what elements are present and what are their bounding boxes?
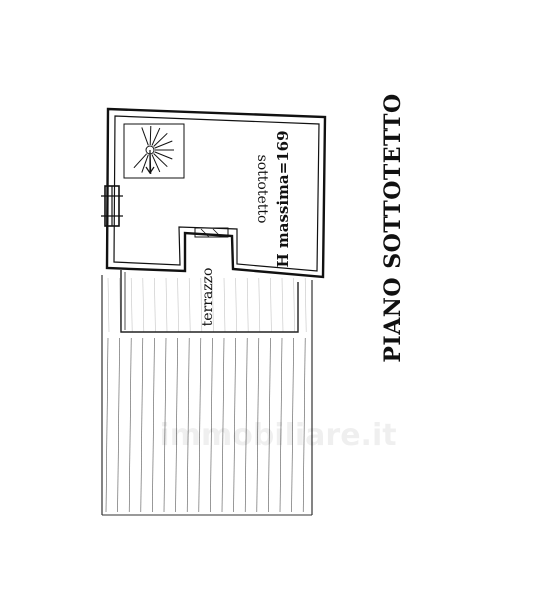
roof-tile-line (302, 337, 306, 513)
roof-tile-line (175, 337, 178, 513)
roof-tile-line (198, 337, 202, 513)
roof-tile-line (279, 337, 283, 513)
roof-tile-line (165, 277, 168, 333)
room-label-height: H massima=169 (274, 130, 292, 267)
chimney-block (194, 227, 229, 238)
roof-tile-line (268, 337, 271, 513)
room-label-terrazzo: terrazzo (200, 268, 216, 327)
roof-tile-line (188, 277, 191, 333)
roof-tile-line (212, 277, 214, 333)
roof-tile-line (293, 277, 295, 333)
roof-tile-line (246, 277, 249, 333)
stair-tread (141, 127, 149, 146)
terrace (120, 270, 299, 333)
roof-tile-line (304, 277, 307, 333)
chimney-hatch-2 (212, 228, 222, 238)
stair-tread (154, 140, 173, 149)
chimney-hatch (200, 228, 210, 238)
stair-tread (153, 153, 168, 168)
roof-tile-line (177, 277, 179, 333)
roof-tile-line (117, 337, 120, 513)
roof-tile-line (221, 337, 225, 513)
roof-tile-line (107, 277, 110, 333)
stair-tread (151, 154, 161, 173)
terrace-outline (120, 270, 299, 333)
stair-tread (154, 151, 173, 160)
roof-tile-line (140, 337, 144, 513)
stair-tread (133, 153, 148, 169)
stair-tread (141, 154, 149, 173)
plan-title: PIANO SOTTOTETTO (380, 93, 406, 363)
roof-tile-line (200, 277, 203, 333)
roof-tile-line (154, 277, 156, 333)
roof-tile-line (281, 277, 284, 333)
roof-tile-line (210, 337, 213, 513)
roof-tile-line (244, 337, 248, 513)
roof-tile-line (163, 337, 167, 513)
roof-tile-line (270, 277, 272, 333)
watermark: immobiliare.it (159, 418, 396, 453)
roof-area (101, 275, 313, 516)
roof-tile-line (258, 277, 261, 333)
attic-outer-wall (105, 107, 327, 279)
roof-tile-line (142, 277, 145, 333)
attic-inner-wall (113, 115, 320, 272)
roof-tile-line (256, 337, 260, 513)
roof-tile-line (223, 277, 226, 333)
window-left (101, 185, 123, 227)
stair-box (123, 123, 185, 179)
roof-tile-line (152, 337, 155, 513)
roof-tile-line (130, 277, 133, 333)
roof-tile-line (233, 337, 236, 513)
room-label-sottotetto: sottotetto (254, 155, 270, 224)
stair-tread (153, 132, 168, 147)
stair-tread (149, 125, 152, 146)
attic-walls (105, 107, 327, 279)
stair-tread (151, 127, 161, 146)
roof-tile-line (235, 277, 237, 333)
roof-tile-line (128, 337, 132, 513)
roof-tile-line (105, 337, 109, 513)
roof-tile-line (186, 337, 190, 513)
spiral-staircase (123, 123, 185, 179)
roof-tile-line (291, 337, 294, 513)
stair-arrow (145, 150, 155, 175)
